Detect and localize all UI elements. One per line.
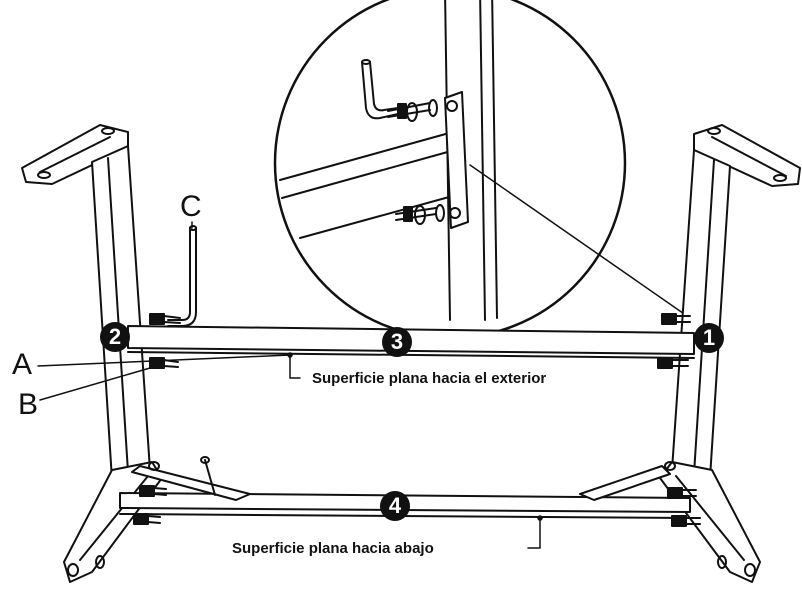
note-flat-down: Superficie plana hacia abajo — [232, 540, 434, 557]
step-badge-4: 4 — [380, 491, 410, 521]
part-label-c: C — [180, 190, 202, 223]
motor-brackets — [131, 456, 676, 501]
left-leg — [21, 124, 163, 583]
bolts-right — [657, 313, 701, 527]
note-flat-exterior: Superficie plana hacia el exterior — [312, 370, 547, 387]
part-label-a: A — [12, 348, 33, 381]
step-badge-2: 2 — [100, 322, 130, 352]
step-badge-1: 1 — [694, 323, 724, 353]
right-leg — [659, 124, 801, 583]
leader-lines — [37, 221, 543, 549]
detail-magnifier — [273, 0, 627, 340]
bolts-left — [133, 313, 181, 525]
step-badge-3: 3 — [382, 327, 412, 357]
hex-key-c — [167, 225, 197, 327]
part-label-b: B — [18, 388, 39, 421]
